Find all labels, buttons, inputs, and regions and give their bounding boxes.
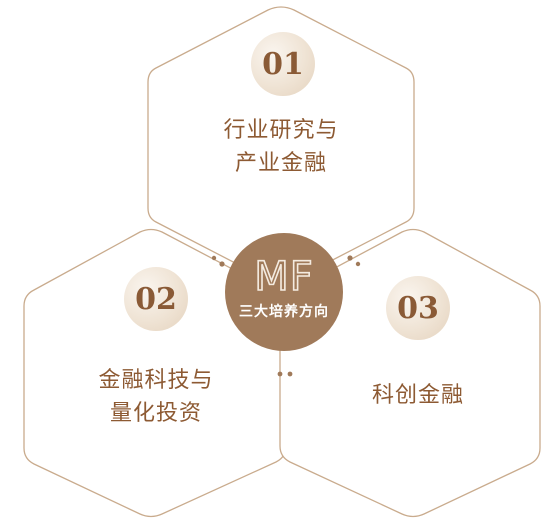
- mf-logo: MF: [253, 254, 314, 300]
- center-logo-circle: MF 三大培养方向: [225, 233, 343, 351]
- connector-dot: [219, 261, 225, 267]
- item-02-label: 金融科技与 量化投资: [56, 364, 256, 430]
- badge-01: 01: [251, 32, 315, 96]
- item-03-line1: 科创金融: [371, 383, 464, 408]
- item-03-label: 科创金融: [318, 379, 518, 412]
- center-subtitle: 三大培养方向: [239, 304, 329, 320]
- badge-03: 03: [386, 276, 450, 340]
- item-01-label: 行业研究与 产业金融: [181, 114, 381, 180]
- item-01-line1: 行业研究与: [223, 118, 339, 143]
- connector-dot: [347, 255, 353, 261]
- badge-02-number: 02: [135, 281, 177, 317]
- badge-02: 02: [124, 267, 188, 331]
- item-02-line2: 量化投资: [109, 401, 202, 426]
- item-01-line2: 产业金融: [234, 151, 327, 176]
- connector-dot: [287, 371, 293, 377]
- connector-dot: [355, 261, 361, 267]
- connector-dot: [277, 371, 283, 377]
- badge-03-number: 03: [397, 290, 439, 326]
- item-02-line1: 金融科技与: [98, 368, 214, 393]
- badge-01-number: 01: [262, 46, 304, 82]
- connector-dot: [211, 255, 217, 261]
